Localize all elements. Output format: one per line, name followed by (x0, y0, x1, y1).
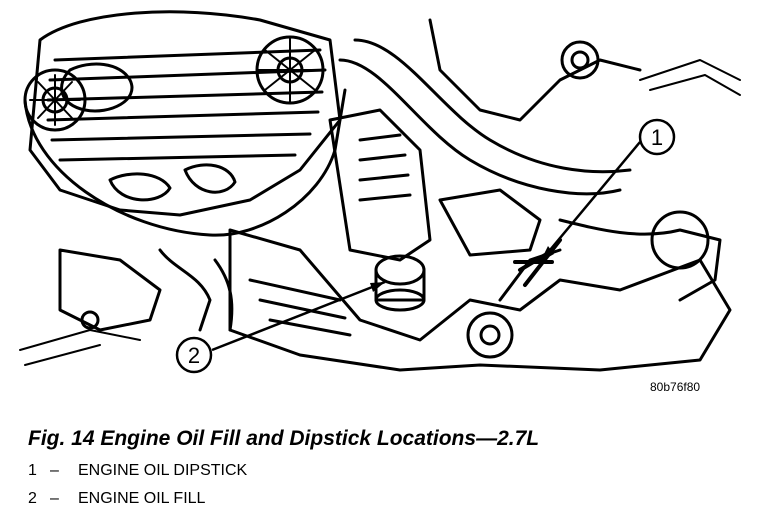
callout-2: 2 (175, 280, 386, 374)
legend-number: 1 (28, 462, 37, 479)
callout-1-number: 1 (651, 125, 663, 150)
legend-separator: – (50, 490, 59, 507)
legend-item-1: 1– ENGINE OIL DIPSTICK (28, 462, 247, 480)
legend-item-2: 2– ENGINE OIL FILL (28, 490, 205, 508)
legend-label: ENGINE OIL DIPSTICK (78, 462, 248, 479)
legend-number: 2 (28, 490, 37, 507)
legend-separator: – (50, 462, 59, 479)
legend-label: ENGINE OIL FILL (78, 490, 206, 507)
callout-1: 1 (539, 118, 676, 263)
engine-line-drawing: 1 2 (19, 10, 741, 374)
callout-2-number: 2 (188, 343, 200, 368)
figure-caption: Fig. 14 Engine Oil Fill and Dipstick Loc… (28, 427, 540, 450)
figure-code: 80b76f80 (650, 380, 701, 394)
